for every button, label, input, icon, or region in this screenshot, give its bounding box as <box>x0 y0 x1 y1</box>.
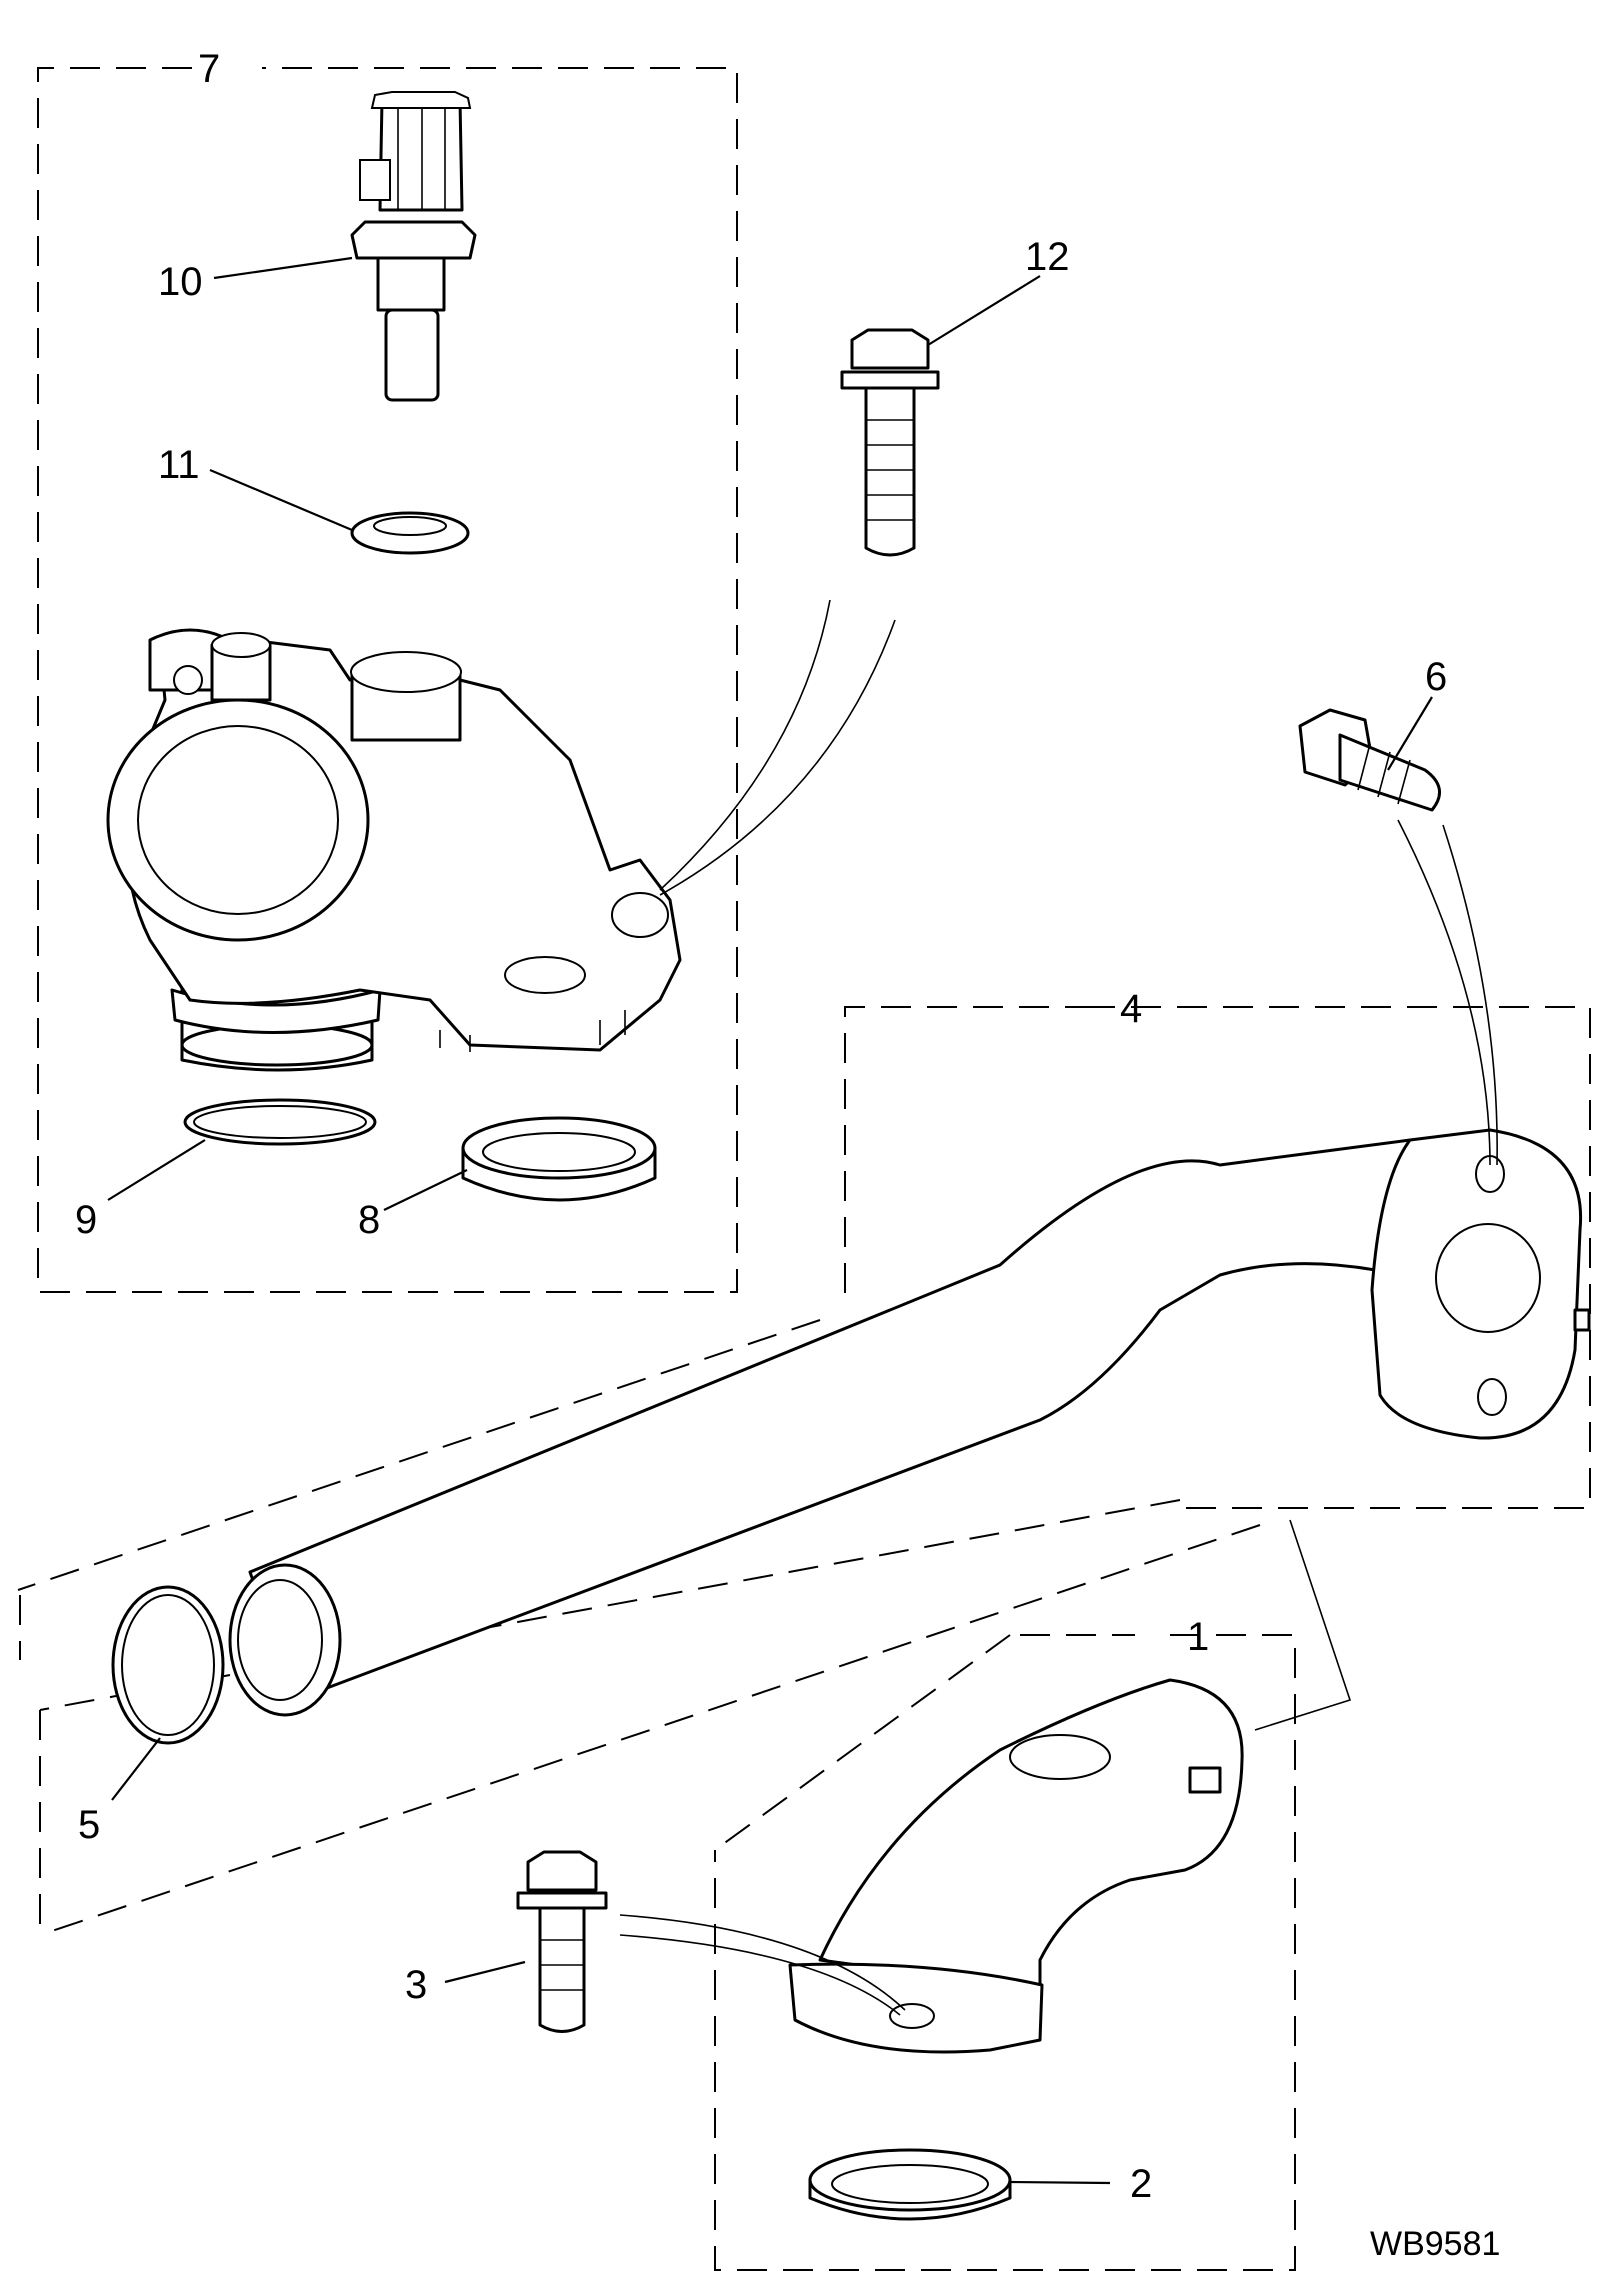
fixing-lines <box>619 599 1498 2016</box>
callout-5: 5 <box>78 1803 100 1847</box>
group-box-1 <box>39 1519 1352 2271</box>
sensor-part-10 <box>350 91 477 402</box>
bolt-part-3 <box>516 1850 608 2033</box>
seal-part-8 <box>461 1116 657 1202</box>
callout-3: 3 <box>405 1963 427 2007</box>
callout-2: 2 <box>1130 2162 1152 2206</box>
callout-6: 6 <box>1425 655 1447 699</box>
washer-part-11 <box>350 511 470 555</box>
callout-4: 4 <box>1120 987 1142 1031</box>
callout-11: 11 <box>158 443 200 487</box>
group-box-7 <box>37 67 738 1293</box>
leader-lines <box>107 256 1433 2185</box>
callout-12: 12 <box>1025 235 1070 279</box>
callout-1: 1 <box>1187 1615 1209 1659</box>
bolt-part-12 <box>840 328 940 557</box>
callout-7: 7 <box>198 47 220 91</box>
o-ring-part-5 <box>111 1585 225 1745</box>
elbow-part-1 <box>788 1678 1244 2054</box>
o-ring-part-9 <box>183 1098 377 1146</box>
pipe-part-4 <box>228 1128 1591 1717</box>
callout-10: 10 <box>158 260 203 304</box>
group-box-4 <box>17 1006 1591 1711</box>
callout-8: 8 <box>358 1198 380 1242</box>
seal-part-2 <box>808 2148 1012 2221</box>
thermostat-housing <box>106 628 682 1072</box>
drawing-code: WB9581 <box>1370 2225 1500 2263</box>
bolt-part-6 <box>1298 708 1441 812</box>
callout-9: 9 <box>75 1198 97 1242</box>
callouts: 7 10 11 12 6 4 9 8 1 5 3 2 WB9581 <box>75 47 1500 2263</box>
